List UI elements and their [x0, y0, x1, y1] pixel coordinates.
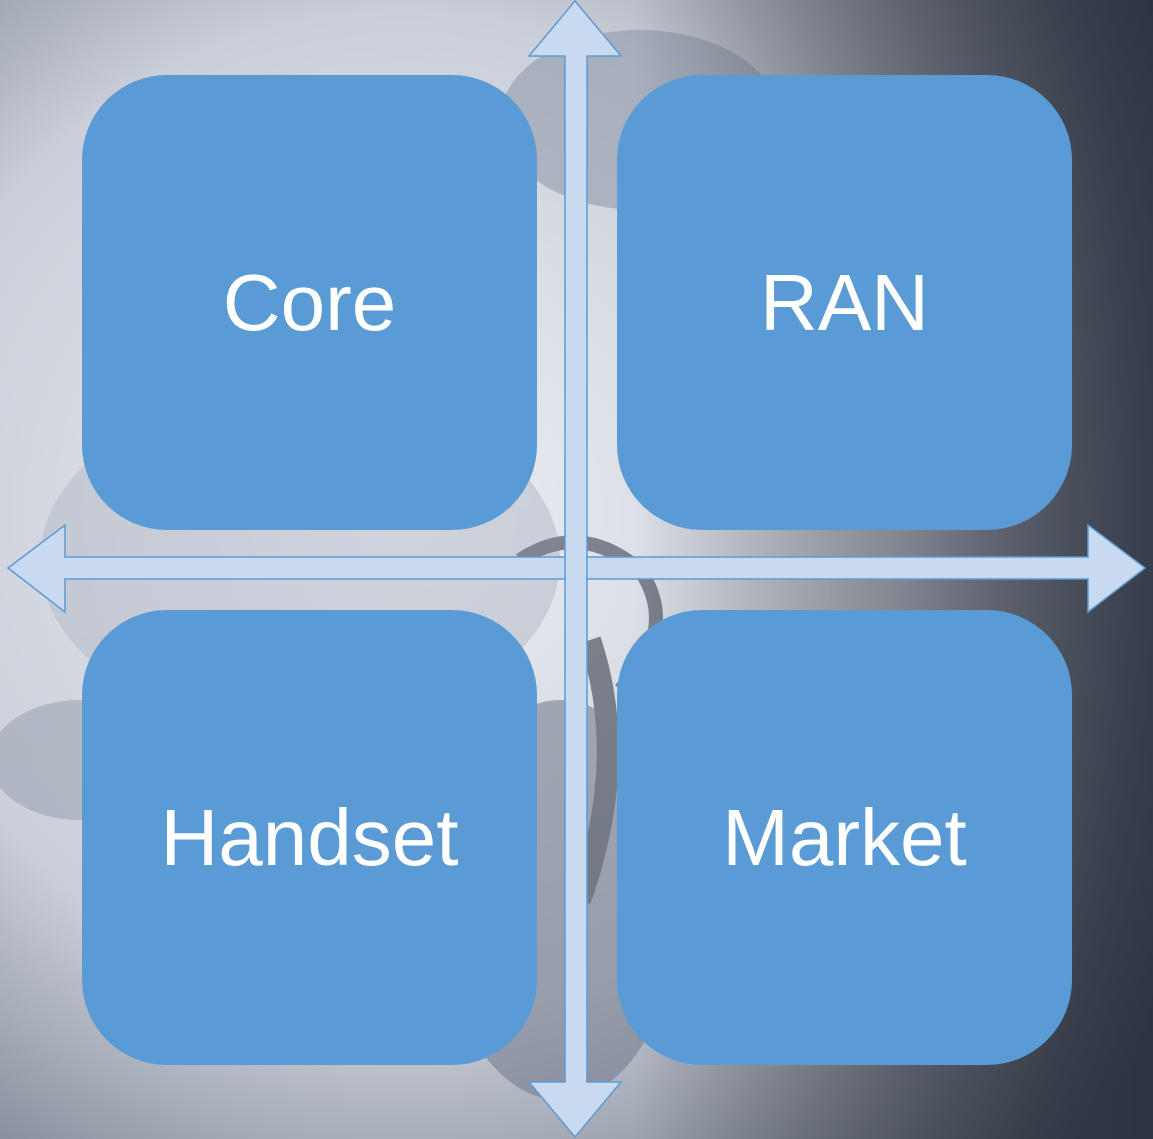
quadrant-core: Core: [82, 75, 537, 530]
quadrant-ran-label: RAN: [760, 257, 929, 347]
quadrant-handset: Handset: [82, 610, 537, 1065]
quadrant-handset-label: Handset: [160, 792, 459, 882]
quadrant-market: Market: [617, 610, 1072, 1065]
quadrant-market-label: Market: [722, 792, 967, 882]
quadrant-core-label: Core: [222, 257, 397, 347]
quadrant-ran: RAN: [617, 75, 1072, 530]
vertical-axis-arrow: [527, 0, 623, 1139]
